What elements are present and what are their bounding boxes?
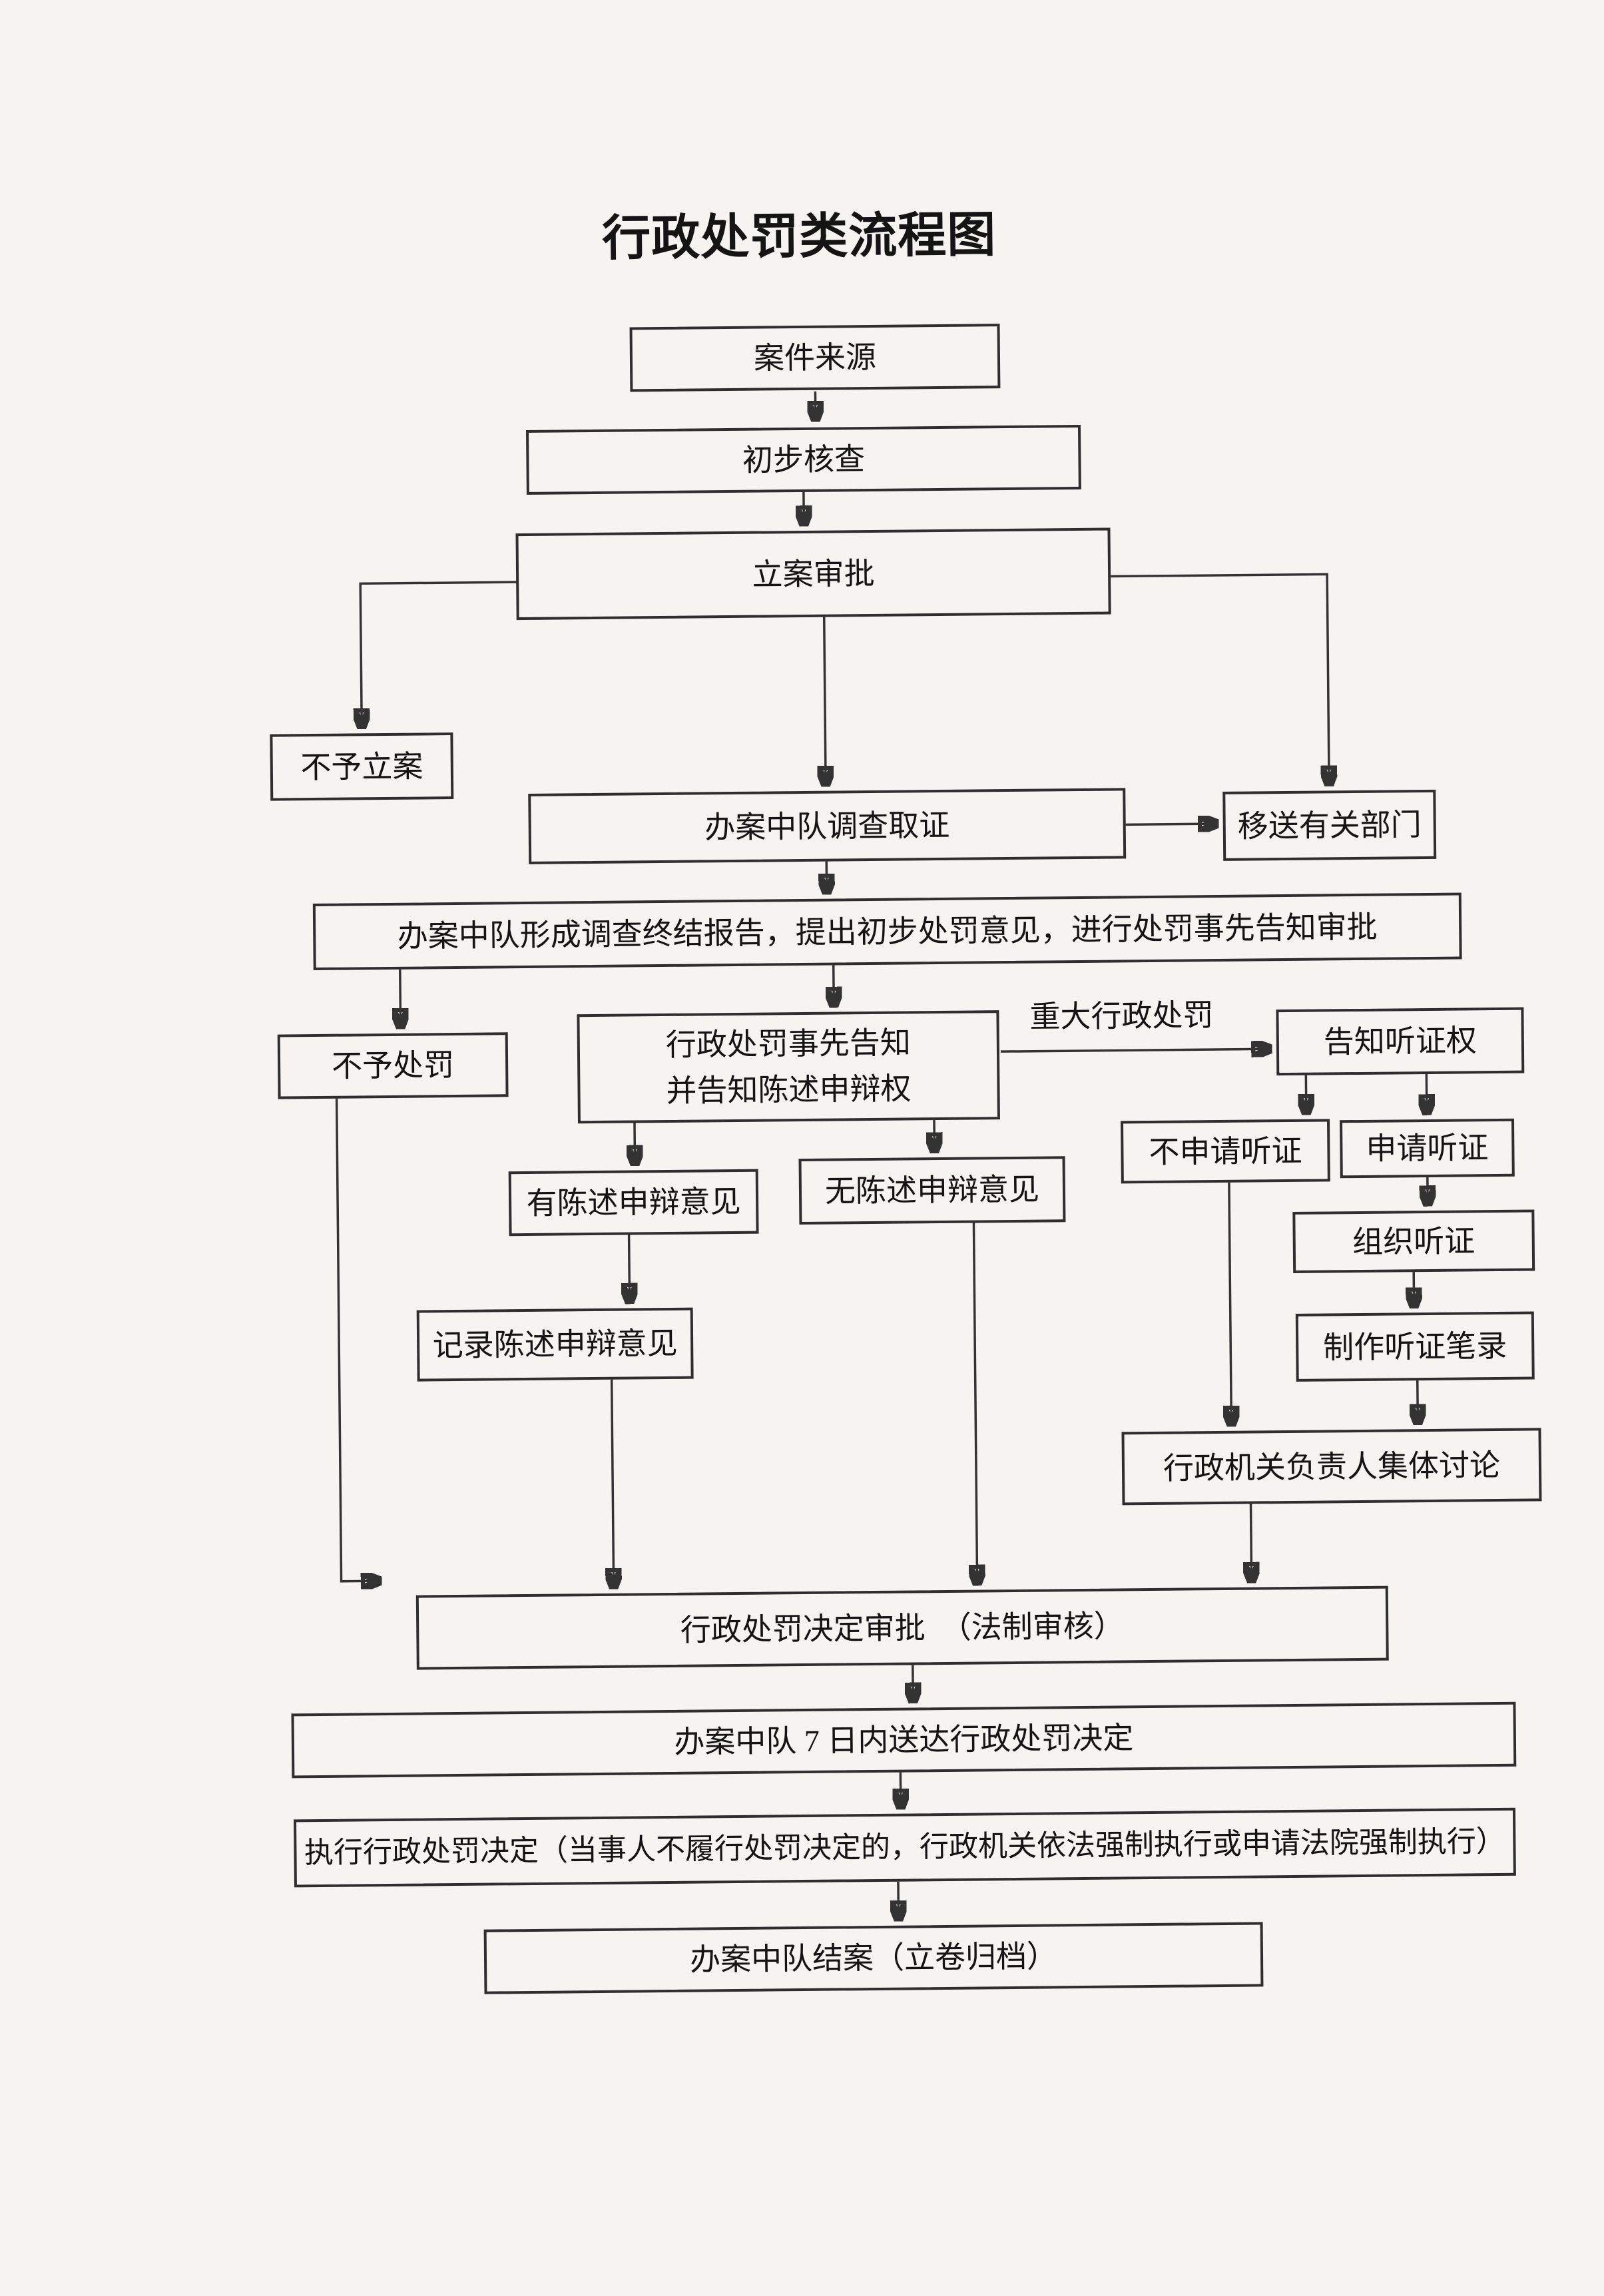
arrow-execution-to-closure [898, 1882, 899, 1920]
node-prior-notification: 行政处罚事先告知 并告知陈述申辩权 [577, 1010, 1000, 1123]
arrow-has-statement-to-record [629, 1235, 630, 1303]
node-label: 有陈述申辩意见 [526, 1179, 741, 1227]
node-no-penalty: 不予处罚 [278, 1032, 509, 1099]
node-label: 案件来源 [754, 334, 877, 382]
node-label-line2: 并告知陈述申辩权 [666, 1065, 912, 1114]
node-case-filing-approval: 立案审批 [515, 528, 1111, 621]
arrow-discussion-to-approval [1251, 1504, 1252, 1582]
node-label: 组织听证 [1352, 1218, 1475, 1265]
arrow-notification-to-hearing-rights [1001, 1049, 1271, 1051]
node-case-closure: 办案中队结案（立卷归档） [484, 1922, 1264, 1994]
node-label: 告知听证权 [1324, 1017, 1477, 1065]
arrow-rights-to-request [1426, 1074, 1427, 1114]
node-label: 立案审批 [752, 550, 875, 597]
arrow-filing-to-investigation [824, 617, 826, 786]
node-deliver-decision: 办案中队 7 日内送达行政处罚决定 [291, 1702, 1516, 1779]
arrow-filing-to-transfer [1111, 574, 1329, 787]
arrow-approval-to-delivery [913, 1665, 914, 1702]
node-no-case-filing: 不予立案 [270, 732, 453, 801]
arrow-delivery-to-execution [900, 1773, 901, 1809]
node-label: 不予处罚 [332, 1042, 455, 1089]
node-record-statement: 记录陈述申辩意见 [417, 1308, 694, 1382]
node-label: 不申请听证 [1149, 1127, 1302, 1175]
arrow-filing-to-no-filing [360, 582, 519, 728]
node-hearing-transcript: 制作听证笔录 [1296, 1311, 1535, 1381]
node-investigation-report: 办案中队形成调查终结报告，提出初步处罚意见，进行处罚事先告知审批 [313, 892, 1462, 970]
node-label: 记录陈述申辩意见 [432, 1320, 678, 1369]
label-major-penalty: 重大行政处罚 [1029, 991, 1214, 1037]
node-label: 初步核查 [742, 436, 866, 483]
node-label: 办案中队调查取证 [704, 802, 950, 850]
node-has-statement: 有陈述申辩意见 [509, 1169, 759, 1237]
node-no-statement: 无陈述申辩意见 [799, 1156, 1066, 1225]
node-collective-discussion: 行政机关负责人集体讨论 [1121, 1428, 1541, 1505]
node-no-hearing-request: 不申请听证 [1121, 1119, 1330, 1183]
node-hearing-rights-notice: 告知听证权 [1276, 1007, 1524, 1076]
node-hearing-request: 申请听证 [1340, 1119, 1515, 1179]
node-label: 无陈述申辩意见 [825, 1167, 1040, 1215]
node-decision-approval: 行政处罚决定审批 （法制审核） [416, 1586, 1389, 1670]
node-organize-hearing: 组织听证 [1292, 1209, 1535, 1273]
node-label: 办案中队结案（立卷归档） [690, 1933, 1058, 1982]
node-label: 申请听证 [1366, 1125, 1489, 1172]
node-preliminary-check: 初步核查 [526, 425, 1081, 495]
arrow-report-to-no-penalty [400, 970, 401, 1028]
node-label: 办案中队形成调查终结报告，提出初步处罚意见，进行处罚事先告知审批 [397, 904, 1378, 959]
node-label: 行政机关负责人集体讨论 [1163, 1442, 1501, 1491]
node-case-source: 案件来源 [630, 324, 1001, 392]
node-label: 制作听证笔录 [1323, 1322, 1507, 1370]
node-investigation: 办案中队调查取证 [528, 788, 1126, 864]
arrow-no-statement-to-approval [973, 1223, 977, 1585]
node-label-line1: 行政处罚事先告知 [666, 1019, 912, 1068]
arrow-record-to-approval [612, 1380, 614, 1588]
node-label: 办案中队 7 日内送达行政处罚决定 [674, 1715, 1134, 1765]
arrow-no-request-to-discussion [1229, 1183, 1232, 1426]
node-label: 执行行政处罚决定（当事人不履行处罚决定的，行政机关依法强制执行或申请法院强制执行… [304, 1820, 1506, 1875]
node-label: 不予立案 [300, 743, 423, 790]
node-label: 移送有关部门 [1237, 802, 1422, 850]
arrow-no-penalty-to-approval [337, 1098, 381, 1581]
node-transfer-departments: 移送有关部门 [1222, 790, 1436, 861]
node-execute-decision: 执行行政处罚决定（当事人不履行处罚决定的，行政机关依法强制执行或申请法院强制执行… [294, 1808, 1516, 1888]
node-label: 行政处罚决定审批 （法制审核） [680, 1603, 1125, 1653]
